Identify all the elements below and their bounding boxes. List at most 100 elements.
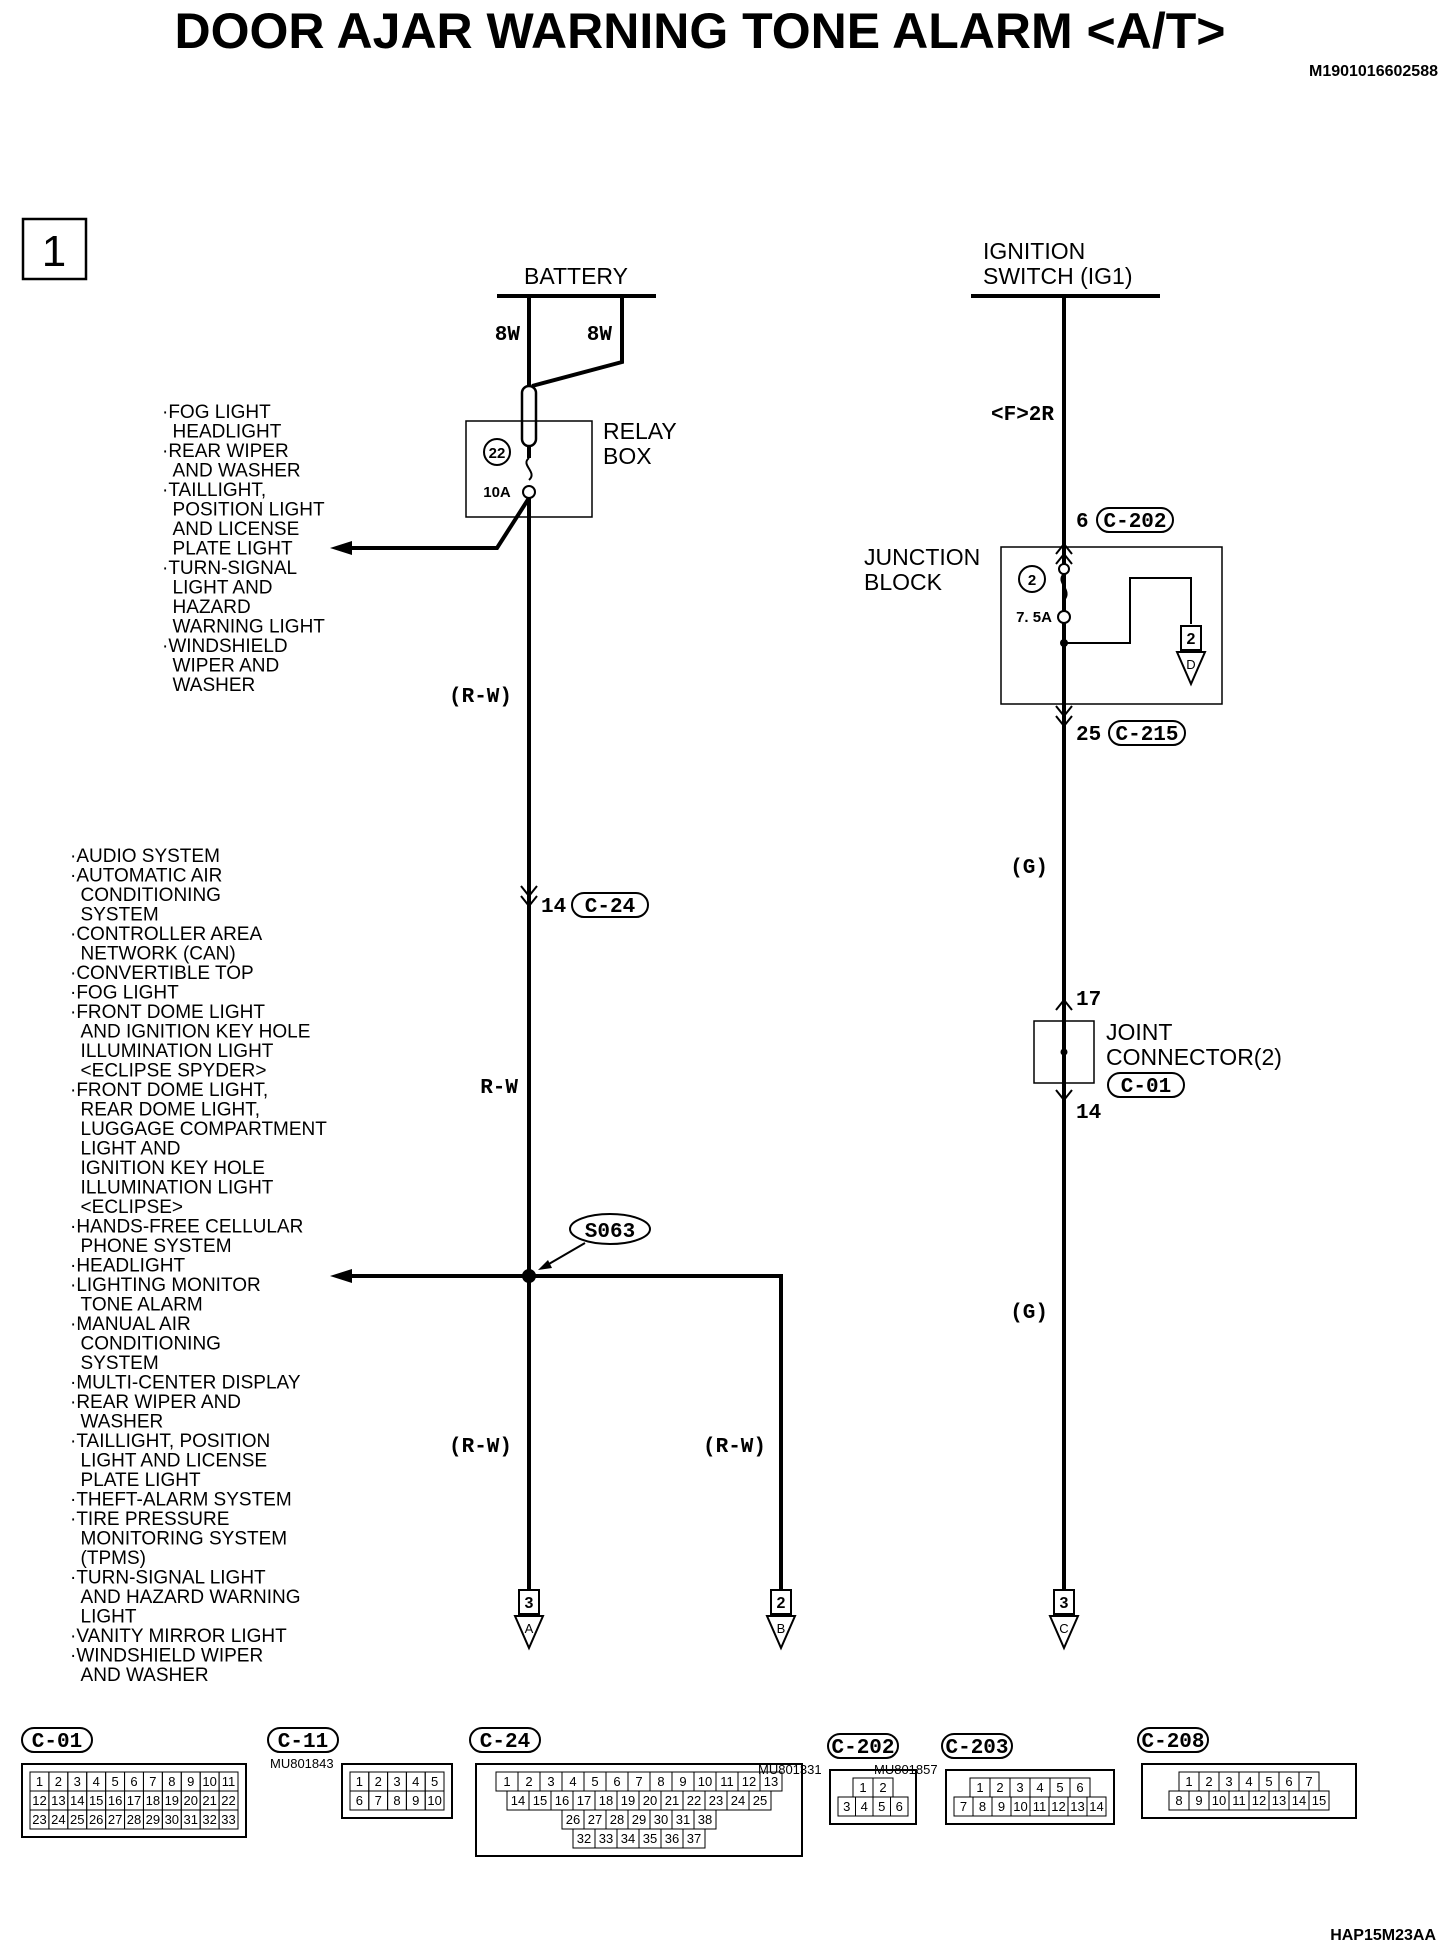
junction-block-label-line1: JUNCTION — [864, 544, 980, 570]
connector-pin: 23 — [32, 1812, 46, 1827]
wire-label-branch-lower: (R-W) — [703, 1436, 766, 1459]
battery-label: BATTERY — [524, 263, 628, 289]
joint-connector-out-pin: 14 — [1076, 1102, 1101, 1125]
c24-connector-mark — [520, 885, 538, 908]
connector-pin: 5 — [431, 1774, 438, 1789]
list-line: ·FRONT DOME LIGHT — [70, 1002, 265, 1023]
connector-pin: 9 — [679, 1774, 686, 1789]
list-line: <ECLIPSE SPYDER> — [70, 1061, 266, 1082]
wire-label-left-upper: (R-W) — [449, 686, 512, 709]
connector-pin: 6 — [130, 1774, 137, 1789]
list-line: ·AUDIO SYSTEM — [70, 846, 220, 867]
connector-pin: 13 — [51, 1793, 65, 1808]
page-ref-d-number: 2 — [1187, 631, 1196, 648]
connector-code: C-203 — [945, 1737, 1008, 1760]
c01-connector-code: C-01 — [1121, 1076, 1171, 1099]
list-line: ·HANDS-FREE CELLULAR — [70, 1217, 303, 1238]
page-ref-a-box — [518, 1589, 540, 1615]
connector-pin: 9 — [1195, 1793, 1202, 1808]
list-line: PLATE LIGHT — [162, 539, 293, 560]
c215-pin: 25 — [1076, 724, 1101, 747]
connector-pin: 32 — [202, 1812, 216, 1827]
connector-pin: 15 — [89, 1793, 103, 1808]
connector-pin: 31 — [676, 1812, 690, 1827]
list-line: <ECLIPSE> — [70, 1197, 183, 1218]
junction-block-label-line2: BLOCK — [864, 569, 943, 595]
page-ref-a-letter: A — [525, 1621, 534, 1636]
connector-code-badge — [267, 1727, 339, 1753]
connector-face — [475, 1763, 803, 1857]
connector-pin: 6 — [1285, 1774, 1292, 1789]
connector-pin: 22 — [687, 1793, 701, 1808]
connector-pin: 11 — [720, 1774, 734, 1789]
connector-pin: 12 — [1051, 1799, 1065, 1814]
connector-pin: 10 — [698, 1774, 712, 1789]
list-line: ·FRONT DOME LIGHT, — [70, 1080, 268, 1101]
list-line: LUGGAGE COMPARTMENT — [70, 1119, 327, 1140]
list-line: ·CONTROLLER AREA — [70, 924, 262, 945]
connector-pin: 2 — [375, 1774, 382, 1789]
connector-pin: 6 — [613, 1774, 620, 1789]
list-line: AND IGNITION KEY HOLE — [70, 1022, 310, 1043]
connector-pin: 1 — [976, 1780, 983, 1795]
connector-pin-cell — [1086, 1796, 1107, 1817]
connector-pin: 1 — [1185, 1774, 1192, 1789]
connector-pin: 5 — [1265, 1774, 1272, 1789]
connector-pin: 27 — [108, 1812, 122, 1827]
connector-face — [341, 1763, 453, 1819]
connector-face — [1141, 1763, 1357, 1819]
list-line: AND WASHER — [162, 461, 301, 482]
list-line: LIGHT AND LICENSE — [70, 1451, 267, 1472]
relay-box-label-line2: BOX — [603, 443, 652, 469]
connector-pin: 3 — [74, 1774, 81, 1789]
list-line: ·MULTI-CENTER DISPLAY — [70, 1373, 301, 1394]
page-ref-c-box — [1053, 1589, 1075, 1615]
list-line: PLATE LIGHT — [70, 1470, 201, 1491]
connector-pin: 16 — [108, 1793, 122, 1808]
connector-code: C-208 — [1141, 1731, 1204, 1754]
relay-branch-arrow — [330, 541, 352, 555]
connector-pin: 14 — [1292, 1793, 1306, 1808]
connector-pin: 8 — [393, 1793, 400, 1808]
connector-pin: 18 — [599, 1793, 613, 1808]
connector-pin: 3 — [547, 1774, 554, 1789]
connector-pin-cell — [890, 1796, 909, 1817]
junction-fuse-number: 2 — [1028, 572, 1036, 589]
connector-pin: 2 — [55, 1774, 62, 1789]
relay-box-label-line1: RELAY — [603, 418, 677, 444]
connector-part-number: MU801843 — [270, 1756, 334, 1771]
c202-pin: 6 — [1076, 511, 1089, 534]
page-ref-d-letter: D — [1186, 657, 1195, 672]
list-line: ·TIRE PRESSURE — [70, 1509, 229, 1530]
wire-label-left-lower: (R-W) — [449, 1436, 512, 1459]
connector-pin: 2 — [996, 1780, 1003, 1795]
list-line: ·TAILLIGHT, POSITION — [70, 1431, 270, 1452]
wire-label-ign-mid: (G) — [1010, 857, 1048, 880]
page-ref-d-box — [1180, 625, 1202, 651]
connector-pin: 12 — [1252, 1793, 1266, 1808]
connector-code: C-11 — [278, 1731, 328, 1754]
list-line: ·AUTOMATIC AIR — [70, 866, 222, 887]
junction-fuse-symbol — [1060, 573, 1068, 601]
connector-pin: 22 — [221, 1793, 235, 1808]
joint-connector-label-line1: JOINT — [1106, 1019, 1172, 1045]
page-ref-b-number: 2 — [777, 1595, 786, 1612]
relay-fuse-rating: 10A — [483, 484, 511, 501]
splice-s063-callout — [569, 1213, 651, 1245]
connector-pin: 4 — [569, 1774, 576, 1789]
connector-pin: 9 — [998, 1799, 1005, 1814]
list-line: SYSTEM — [70, 905, 159, 926]
junction-fuse-rating: 7. 5A — [1016, 609, 1052, 626]
joint-connector-label-line2: CONNECTOR(2) — [1106, 1044, 1282, 1070]
list-line: CONDITIONING — [70, 885, 221, 906]
connector-code-badge — [21, 1727, 93, 1753]
ignition-switch-label-line2: SWITCH (IG1) — [983, 263, 1133, 289]
relay-fuse-terminal — [522, 485, 536, 499]
list-line: ·THEFT-ALARM SYSTEM — [70, 1490, 292, 1511]
c01-connector-box — [1107, 1072, 1185, 1098]
list-line: ·HEADLIGHT — [70, 1256, 185, 1277]
